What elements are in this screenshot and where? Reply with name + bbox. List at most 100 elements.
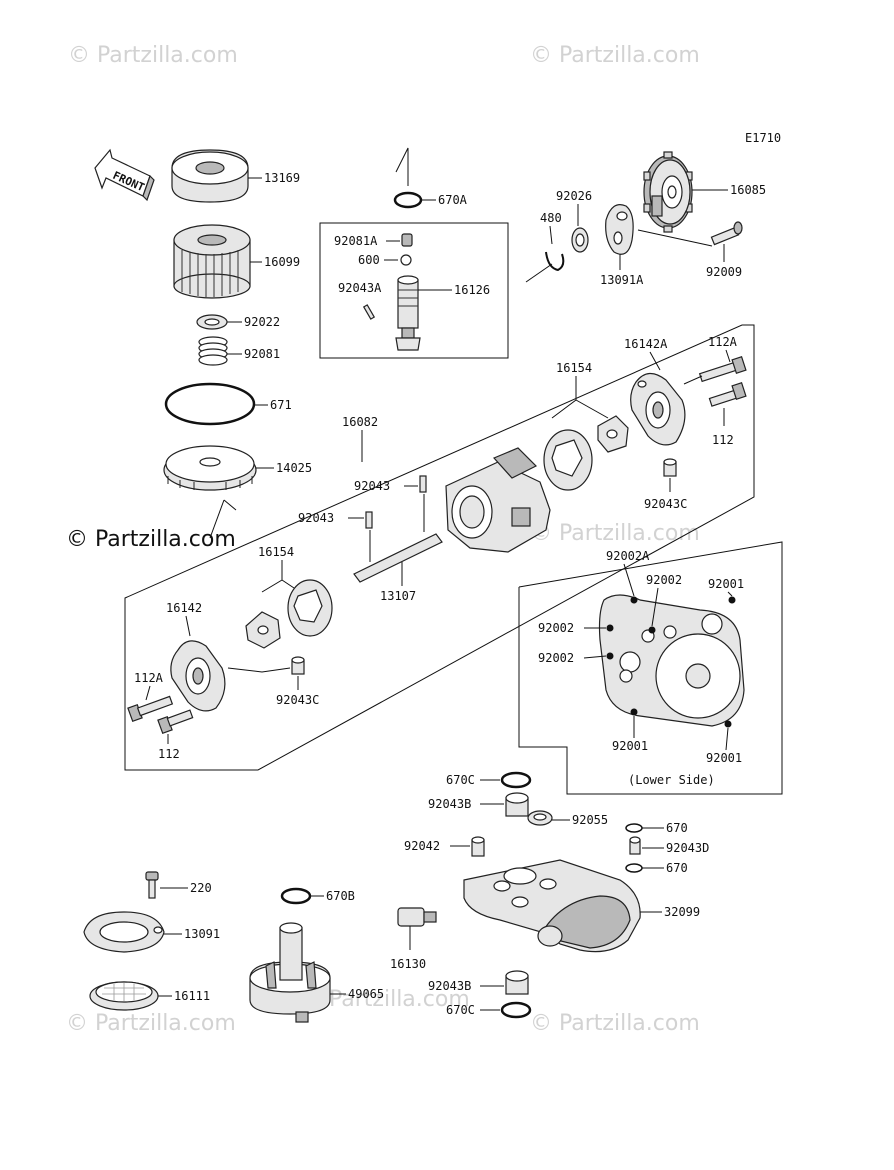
callout-16154-bot: 16154 [258, 545, 294, 559]
part-92043A-pin [362, 304, 376, 320]
part-13091A-plate [605, 204, 634, 255]
part-92043C-dowel-top [663, 458, 677, 477]
callout-16142: 16142 [166, 601, 202, 615]
bolt-hole-92002 [606, 652, 614, 660]
callout-16154-top: 16154 [556, 361, 592, 375]
part-92009-screw [710, 221, 743, 246]
bolt-hole-92001 [728, 596, 736, 604]
callout-92022: 92022 [244, 315, 280, 329]
bolt-hole-92002A [630, 596, 638, 604]
part-14025-filter-cover [163, 445, 274, 491]
part-670C-o-ring-top [500, 771, 532, 789]
part-92081-spring [198, 336, 242, 366]
watermark: © Partzilla.com [66, 1011, 236, 1036]
part-13107-pump-shaft [353, 533, 443, 583]
part-112-bolt-top [708, 382, 747, 407]
callout-16126: 16126 [454, 283, 490, 297]
callout-670A: 670A [438, 193, 468, 207]
callout-92002-b: 92002 [538, 621, 574, 635]
part-16142-pump-cover [170, 640, 226, 712]
callout-92043A: 92043A [338, 281, 382, 295]
callout-13091A: 13091A [600, 273, 644, 287]
callout-92001-a: 92001 [708, 577, 744, 591]
callout-670B: 670B [326, 889, 355, 903]
relief-valve-group-box [319, 222, 509, 359]
leader-line [637, 229, 713, 247]
leader-line [395, 147, 409, 186]
watermark: © Partzilla.com [530, 521, 700, 546]
callout-92043C-bot: 92043C [276, 693, 319, 707]
part-92043B-dowel-top [505, 792, 529, 817]
callout-92002-c: 92002 [538, 651, 574, 665]
callout-92042: 92042 [404, 839, 440, 853]
callout-670C-bot: 670C [446, 1003, 475, 1017]
part-16154-outer-rotor [543, 429, 593, 491]
callout-670-b: 670 [666, 861, 688, 875]
part-220-screw [145, 871, 159, 899]
part-92055-collar [527, 810, 553, 826]
part-13169-filter-cap [171, 149, 262, 203]
callout-92001-c: 92001 [706, 751, 742, 765]
part-600-ball [400, 254, 412, 266]
watermark: © Partzilla.com [68, 43, 238, 68]
callout-49065: 49065 [348, 987, 384, 1001]
watermark: © Partzilla.com [530, 1011, 700, 1036]
callout-112-top: 112 [712, 433, 734, 447]
part-92022-washer [196, 314, 242, 330]
callout-92002A: 92002A [606, 549, 650, 563]
watermark: © Partzilla.com [66, 527, 236, 552]
callout-16085: 16085 [730, 183, 766, 197]
bolt-hole-92002 [648, 626, 656, 634]
callout-16130: 16130 [390, 957, 426, 971]
callout-92043B-top: 92043B [428, 797, 471, 811]
bolt-hole-92002 [606, 624, 614, 632]
watermark: © Partzilla.com [530, 43, 700, 68]
callout-600: 600 [358, 253, 380, 267]
part-13091-plate [83, 911, 165, 953]
callout-16111: 16111 [174, 989, 210, 1003]
leader-line [209, 499, 225, 539]
callout-92081A: 92081A [334, 234, 378, 248]
part-670-o-ring-a [625, 823, 643, 833]
part-92043D-dowel [629, 836, 641, 855]
part-16154-inner-rotor-bottom [245, 611, 281, 649]
leader-line [525, 263, 553, 283]
callout-16082: 16082 [342, 415, 378, 429]
part-480-circlip [545, 251, 565, 272]
part-92043C-dowel-bottom [291, 656, 305, 675]
callout-92009: 92009 [706, 265, 742, 279]
bolt-hole-92001 [630, 708, 638, 716]
pump-assembly-group-box [124, 324, 755, 771]
bolt-hole-92001 [724, 720, 732, 728]
callout-670-a: 670 [666, 821, 688, 835]
callout-92026: 92026 [556, 189, 592, 203]
part-92081A-spring [401, 233, 413, 247]
part-16099-oil-filter [173, 224, 262, 299]
part-92043B-dowel-bottom [505, 970, 529, 995]
part-112A-bolt-bottom [127, 695, 174, 723]
leader-line [223, 499, 237, 511]
callout-670C-top: 670C [446, 773, 475, 787]
callout-92043C-top: 92043C [644, 497, 687, 511]
callout-220: 220 [190, 881, 212, 895]
callout-92001-b: 92001 [612, 739, 648, 753]
callout-92002-a: 92002 [646, 573, 682, 587]
part-670C-o-ring-bottom [500, 1001, 532, 1019]
part-16130-plug [397, 907, 437, 927]
part-92026-washer [571, 227, 589, 253]
callout-92043D: 92043D [666, 841, 709, 855]
callout-13169: 13169 [264, 171, 300, 185]
part-pump-body [445, 447, 551, 553]
callout-480: 480 [540, 211, 562, 225]
callout-671: 671 [270, 398, 292, 412]
part-92042-dowel [471, 836, 485, 857]
lower-side-box [518, 541, 783, 795]
part-92043-pin-a [419, 475, 427, 493]
callout-14025: 14025 [276, 461, 312, 475]
part-671-o-ring [164, 382, 268, 426]
callout-92055: 92055 [572, 813, 608, 827]
part-32099-pump-housing [463, 859, 641, 953]
callout-92043-a: 92043 [354, 479, 390, 493]
part-670A-o-ring [393, 191, 436, 209]
callout-112A-bot: 112A [134, 671, 164, 685]
